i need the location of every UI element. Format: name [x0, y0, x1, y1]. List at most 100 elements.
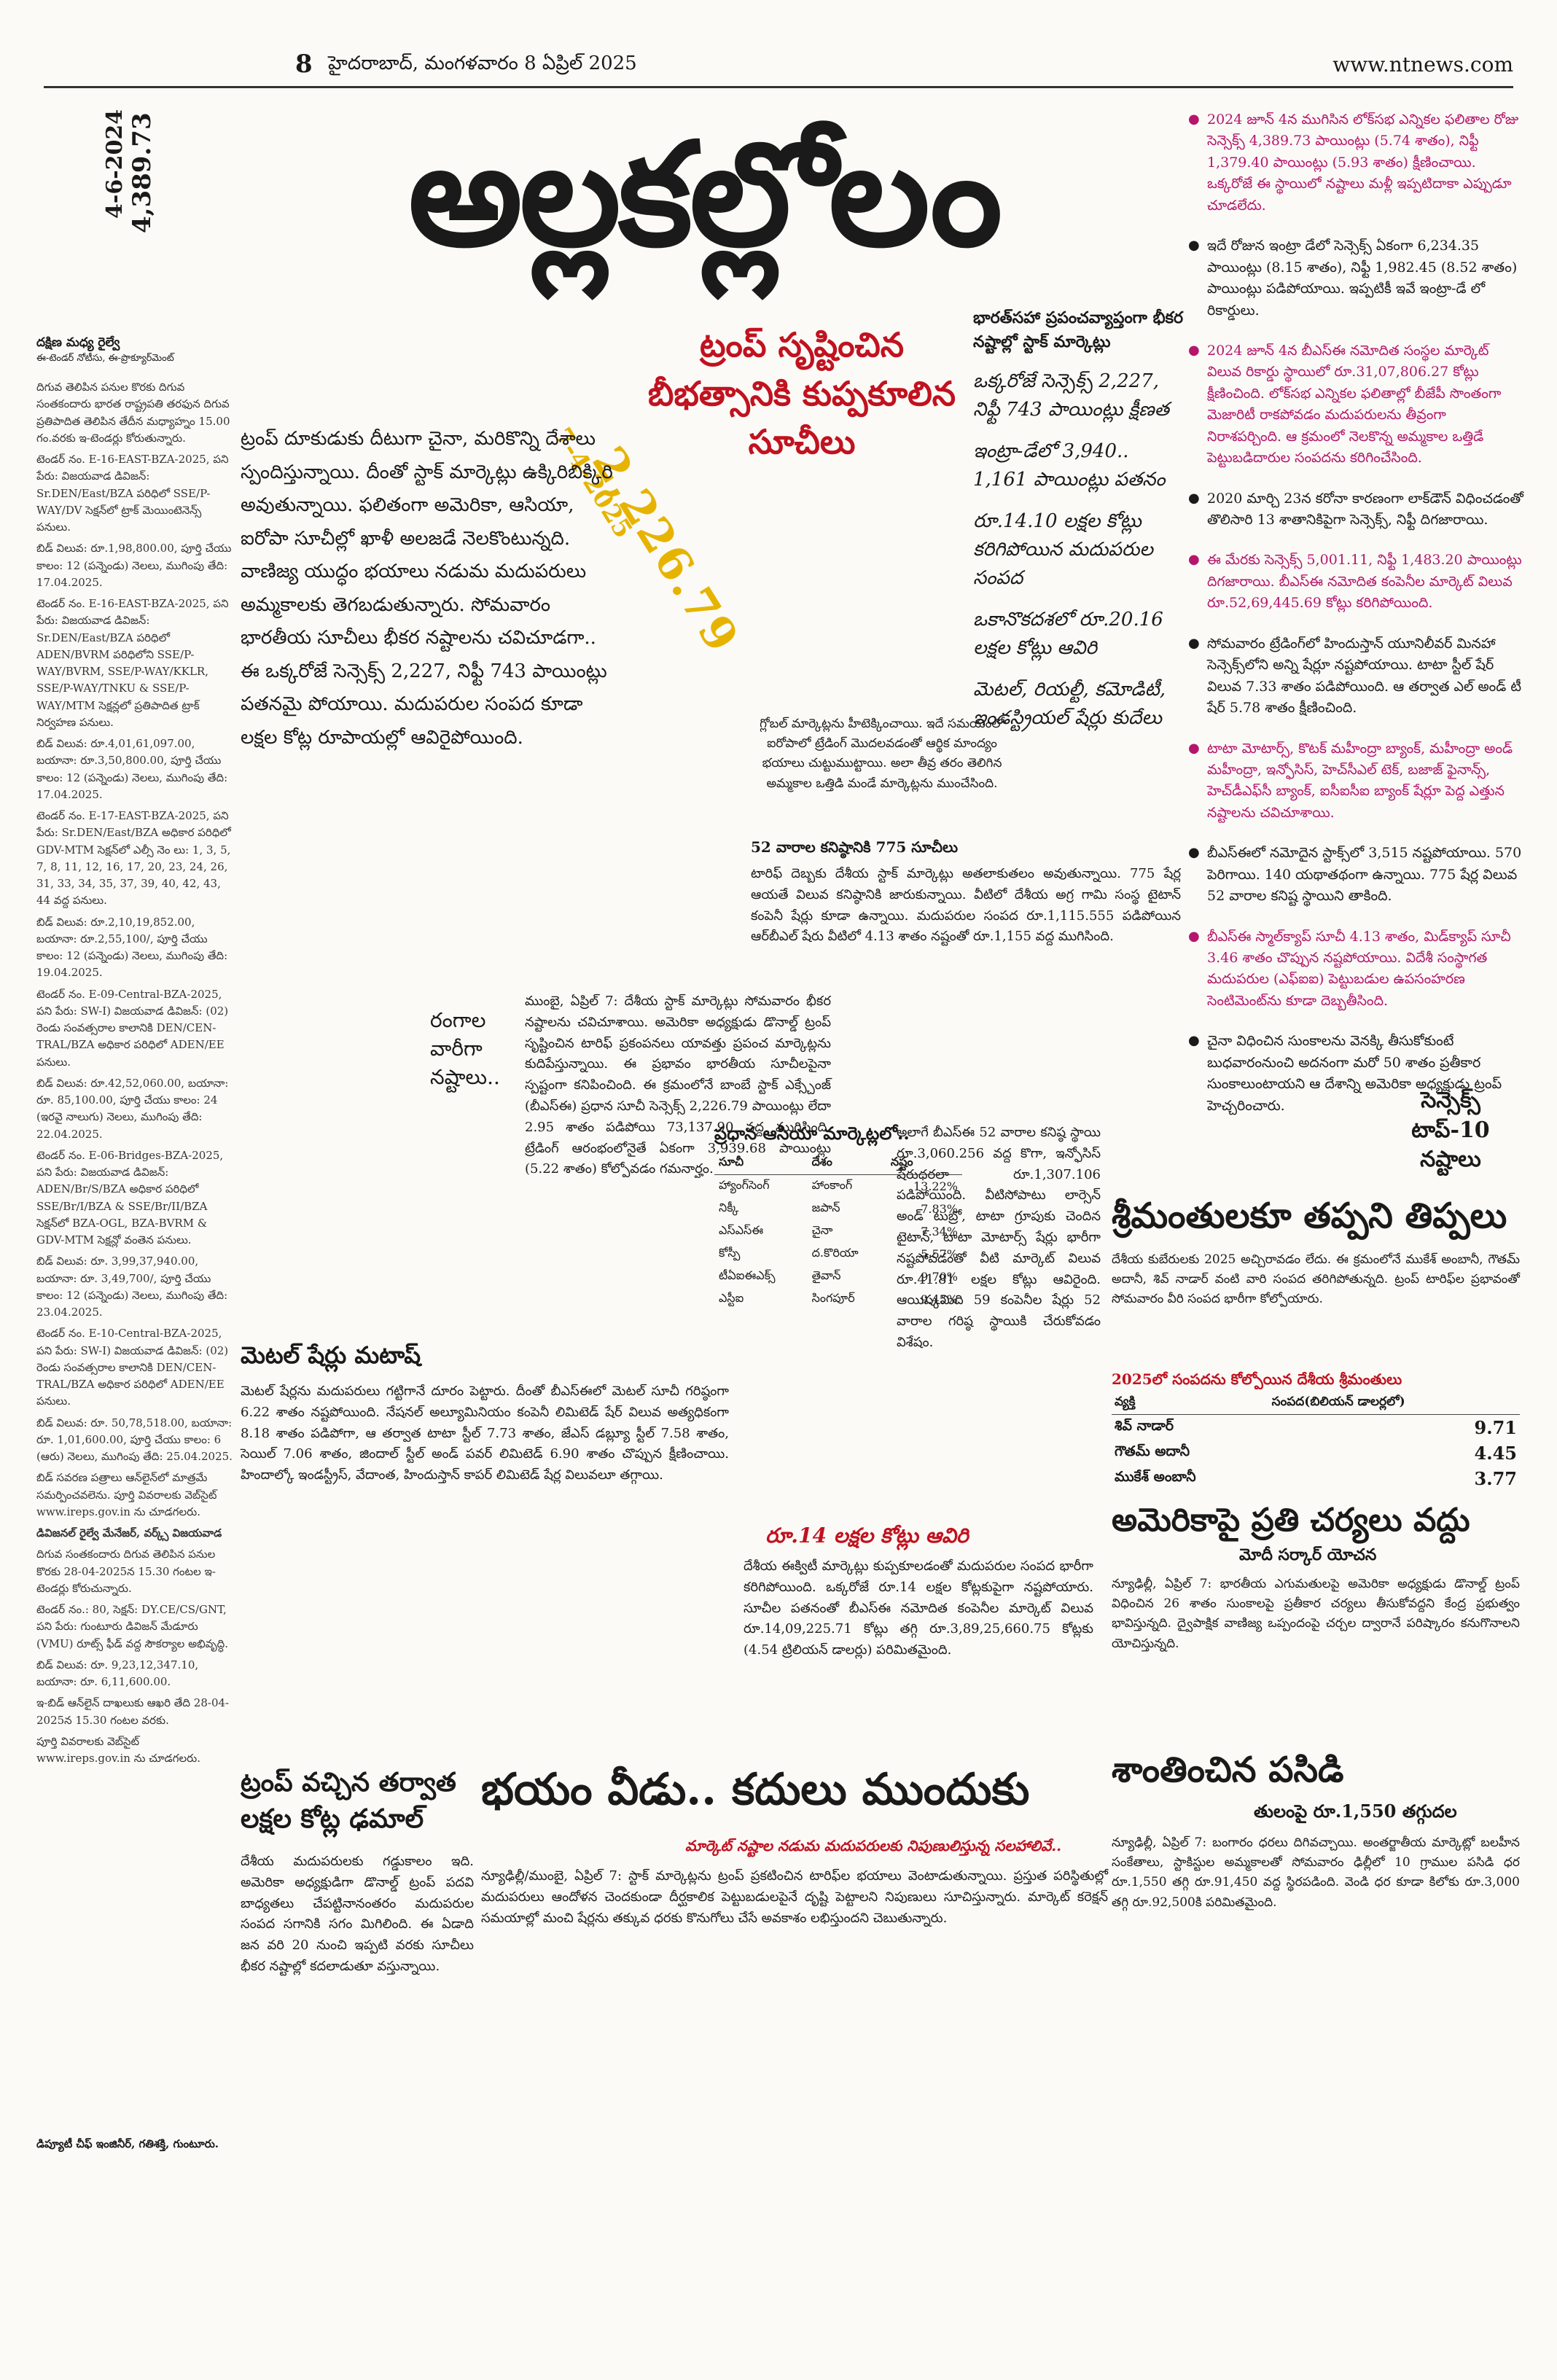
asian-markets-table: సూచీ దేశం నష్టం హ్యాంగ్‌సెంగ్హాంకాంగ్13.…	[714, 1152, 962, 1311]
usa-body: న్యూఢిల్లీ, ఏప్రిల్ 7: భారతీయ ఎగుమతులపై …	[1112, 1577, 1520, 1651]
loss-cell: 9.45%	[921, 1292, 958, 1306]
wealth-cell: 4.45	[1474, 1443, 1517, 1464]
notice-paragraph: బిడ్ విలువ: రూ. 50,78,518.00, బయానా: రూ.…	[36, 1416, 233, 1464]
stat-item: భారత్‌సహా ప్రపంచవ్యాప్తంగా భీకర నష్టాల్ల…	[973, 308, 1184, 351]
notice-paragraph: బిడ్ విలువ: రూ.2,10,19,852.00, బయానా: రూ…	[36, 915, 228, 980]
notice-signature: డివిజనల్ రైల్వే మేనేజర్, వర్క్స్ విజయవాడ	[36, 1526, 222, 1540]
masthead-headline: అల్లకల్లోలం	[408, 112, 1002, 278]
person-cell: శివ్ నాడార్	[1115, 1418, 1174, 1434]
fact-item: ఇదే రోజున ఇంట్రా డేలో సెన్సెక్స్ ఏకంగా 6…	[1188, 235, 1523, 321]
notice-paragraph: టెండర్ నం.: 80, సెక్షన్: DY.CE/CS/GNT, ప…	[36, 1603, 229, 1650]
country-cell: హాంకాంగ్	[811, 1178, 853, 1192]
fear-heading: భయం వీడు.. కదులు ముందుకు	[481, 1764, 1030, 1815]
vertical-date: 4-6-2024	[102, 109, 128, 219]
table-row: శివ్ నాడార్ 9.71	[1112, 1415, 1520, 1441]
fact-item: బీఎస్‌ఈలో నమోదైన స్టాక్స్‌లో 3,515 నష్టప…	[1188, 843, 1523, 907]
notice-paragraph: టెండర్ నం. E-17-EAST-BZA-2025, పని పేరు:…	[36, 809, 231, 908]
table-header: సంపద(బిలియన్ డాలర్లలో)	[1268, 1392, 1520, 1415]
metal-heading: మెటల్ షేర్లు మటాష్	[241, 1341, 421, 1369]
notice-paragraph: పూర్తి వివరాలకు వెబ్‌సైట్ www.ireps.gov.…	[36, 1734, 200, 1765]
wealth-cell: 9.71	[1474, 1417, 1517, 1438]
sensex-top10-label: సెన్సెక్స్ టాప్-10 నష్టాలు	[1411, 1088, 1490, 1172]
table-row: హ్యాంగ్‌సెంగ్హాంకాంగ్13.22%	[714, 1175, 962, 1198]
index-cell: ఎస్టీఐ	[719, 1291, 744, 1305]
fact-item: ఈ మేరకు సెన్సెక్స్ 5,001.11, నిఫ్టీ 1,48…	[1188, 550, 1523, 614]
lede-paragraph: ట్రంప్ దూకుడుకు దీటుగా చైనా, మరికొన్ని ద…	[241, 428, 613, 749]
red-headline: ట్రంప్ సృష్టించిన బీభత్సానికి కుప్పకూలిన…	[647, 325, 956, 462]
stat-item: ఇంట్రా-డేలో 3,940.. 1,161 పాయింట్లు పతనం	[973, 440, 1166, 491]
gold-subheading: తులంపై రూ.1,550 తగ్గుదల	[1254, 1800, 1457, 1822]
notice-paragraph: బిడ్ విలువ: రూ.42,52,060.00, బయానా: రూ. …	[36, 1076, 229, 1141]
index-cell: నిక్కీ	[719, 1201, 739, 1214]
loss-cell: 5.57%	[921, 1247, 958, 1261]
notice-subheader: ఈ-టెండర్ నోటీసు, ఈ-ప్రొక్యూర్‌మెంట్	[36, 353, 174, 364]
trump-heading: ట్రంప్ వచ్చిన తర్వాత లక్షల కోట్ల ఢమాల్	[241, 1767, 456, 1835]
notice-paragraph: టెండర్ నం. E-16-EAST-BZA-2025, పని పేరు:…	[36, 453, 229, 534]
table-header: సూచీ	[714, 1152, 808, 1175]
folio-place-date: హైదరాబాద్, మంగళవారం 8 ఏప్రిల్ 2025	[328, 52, 637, 74]
loss-cell: 9.70%	[921, 1270, 958, 1284]
notice-paragraph: బిడ్ విలువ: రూ.1,98,800.00, పూర్తి చేయు …	[36, 542, 232, 589]
stat-item: మెటల్, రియల్టీ, కమోడిటీ, ఇండస్ట్రియల్ షే…	[973, 679, 1166, 729]
table-header: నష్టం	[886, 1152, 962, 1175]
loss-cell: 7.34%	[921, 1225, 958, 1238]
asian-table-title: ప్రధాన ఆసియా మార్కెట్లలో..	[714, 1123, 910, 1144]
railway-logo-text: దక్షిణ మధ్య రైల్వే	[36, 335, 120, 350]
country-cell: తైవాన్	[811, 1268, 841, 1282]
stat-item: ఒకానొకదశలో రూ.20.16 లక్షల కోట్లు ఆవిరి	[973, 609, 1163, 659]
table-row: నిక్కీజపాన్7.83%	[714, 1198, 962, 1220]
table-header-row: వ్యక్తి సంపద(బిలియన్ డాలర్లలో)	[1112, 1392, 1520, 1415]
notice-paragraph: బిడ్ విలువ: రూ. 3,99,37,940.00, బయానా: ర…	[36, 1255, 228, 1319]
gold-body: న్యూఢిల్లీ, ఏప్రిల్ 7: బంగారం ధరలు దిగివ…	[1112, 1835, 1520, 1910]
stats-column: భారత్‌సహా ప్రపంచవ్యాప్తంగా భీకర నష్టాల్ల…	[973, 306, 1185, 746]
fact-item: 2024 జూన్ 4న బీఎస్‌ఈ నమోదిత సంస్థల మార్క…	[1188, 340, 1523, 469]
notice-header: దక్షిణ మధ్య రైల్వే ఈ-టెండర్ నోటీసు, ఈ-ప్…	[36, 335, 226, 366]
rupee-body: దేశీయ ఈక్విటీ మార్కెట్లు కుప్పకూలడంతో మద…	[744, 1558, 1093, 1658]
table-header-row: సూచీ దేశం నష్టం	[714, 1152, 962, 1175]
sensex-story: ముంబై, ఏప్రిల్ 7: దేశీయ స్టాక్ మార్కెట్ల…	[525, 994, 831, 1177]
notice-paragraph: టెండర్ నం. E-09-Central-BZA-2025, పని పే…	[36, 987, 229, 1069]
notice-paragraph: బిడ్ విలువ: రూ.4,01,61,097.00, బయానా: రూ…	[36, 737, 228, 801]
notice-footer: డిప్యూటీ చీఫ్ ఇంజినీర్, గతిశక్తి, గుంటూర…	[36, 2137, 219, 2150]
loss-cell: 7.83%	[921, 1202, 958, 1216]
page-number: 8	[295, 50, 313, 79]
fact-item: 2024 జూన్ 4న ముగిసిన లోక్‌సభ ఎన్నికల ఫలి…	[1188, 109, 1523, 216]
index-cell: కోస్పీ	[719, 1246, 741, 1260]
usa-heading: అమెరికాపై ప్రతి చర్యలు వద్దు	[1112, 1502, 1470, 1539]
mid-subheading: 52 వారాల కనిష్ఠానికి 775 సూచీలు	[751, 838, 959, 856]
notice-paragraph: టెండర్ నం. E-06-Bridges-BZA-2025, పని పే…	[36, 1148, 224, 1246]
fact-item: బీఎస్‌ఈ స్మాల్‌క్యాప్ సూచీ 4.13 శాతం, మి…	[1188, 926, 1523, 1013]
country-cell: ద.కొరియా	[811, 1246, 859, 1260]
loss-cell: 13.22%	[913, 1179, 958, 1193]
rich-heading: శ్రీమంతులకూ తప్పని తిప్పలు	[1112, 1195, 1507, 1236]
notice-paragraph: టెండర్ నం. E-10-Central-BZA-2025, పని పే…	[36, 1327, 229, 1408]
sidebar-facts: 2024 జూన్ 4న ముగిసిన లోక్‌సభ ఎన్నికల ఫలి…	[1188, 109, 1523, 1136]
table-row: ముకేశ్ అంబానీ3.77	[1112, 1466, 1520, 1491]
fact-item: 2020 మార్చి 23న కరోనా కారణంగా లాక్‌డౌన్ …	[1188, 488, 1523, 531]
table-header: వ్యక్తి	[1112, 1392, 1269, 1415]
country-cell: చైనా	[811, 1223, 833, 1237]
person-cell: ముకేశ్ అంబానీ	[1115, 1469, 1196, 1485]
site-url[interactable]: www.ntnews.com	[1332, 52, 1513, 77]
global-markets-blurb: గ్లోబల్ మార్కెట్లను హీటెక్కించాయి. ఇదే స…	[760, 717, 1004, 791]
notice-paragraph: బిడ్ సవరణ పత్రాలు ఆన్‌లైన్‌లో మాత్రమే సమ…	[36, 1471, 217, 1518]
rupee-heading: రూ.14 లక్షల కోట్లు ఆవిరి	[765, 1523, 969, 1548]
rich-table-title: 2025లో సంపదను కోల్పోయిన దేశీయ శ్రీమంతులు	[1112, 1370, 1402, 1388]
notice-paragraph: ఇ-బిడ్ ఆన్‌లైన్ దాఖలుకు ఆఖరి తేది 28-04-…	[36, 1696, 230, 1727]
top-rule	[44, 86, 1513, 88]
gold-heading: శాంతించిన పసిడి	[1112, 1749, 1344, 1790]
notice-paragraph: దిగువ సంతకందారు దిగువ తెలిపిన పనుల కొరకు…	[36, 1548, 216, 1595]
notice-paragraph: టెండర్ నం. E-16-EAST-BZA-2025, పని పేరు:…	[36, 597, 229, 729]
fact-item: టాటా మోటార్స్, కొటక్ మహీంద్రా బ్యాంక్, మ…	[1188, 738, 1523, 824]
fear-subheading: మార్కెట్ నష్టాల నడుమ మదుపరులకు నిపుణులిస…	[685, 1837, 1062, 1854]
stat-item: రూ.14.10 లక్షల కోట్లు కరిగిపోయిన మదుపరుల…	[973, 510, 1153, 589]
mid-body: టారిఫ్ దెబ్బకు దేశీయ స్టాక్ మార్కెట్లు అ…	[751, 866, 1181, 945]
mid-column-story: అలాగే బీఎస్‌ఈ 52 వారాల కనిష్ఠ స్థాయి రూ.…	[897, 1125, 1101, 1350]
fear-body: న్యూఢిల్లీ/ముంబై, ఏప్రిల్ 7: స్టాక్ మార్…	[481, 1868, 1108, 1926]
fact-item: చైనా విధించిన సుంకాలను వెనక్కి తీసుకోకుం…	[1188, 1031, 1523, 1117]
usa-subheading: మోదీ సర్కార్ యోచన	[1239, 1545, 1377, 1564]
fact-item: సోమవారం ట్రేడింగ్‌లో హిందుస్తాన్ యూనిలీవ…	[1188, 633, 1523, 719]
person-cell: గౌతమ్ అదానీ	[1115, 1443, 1190, 1459]
sectors-label: రంగాల వారీగా నష్టాలు..	[430, 1008, 500, 1090]
